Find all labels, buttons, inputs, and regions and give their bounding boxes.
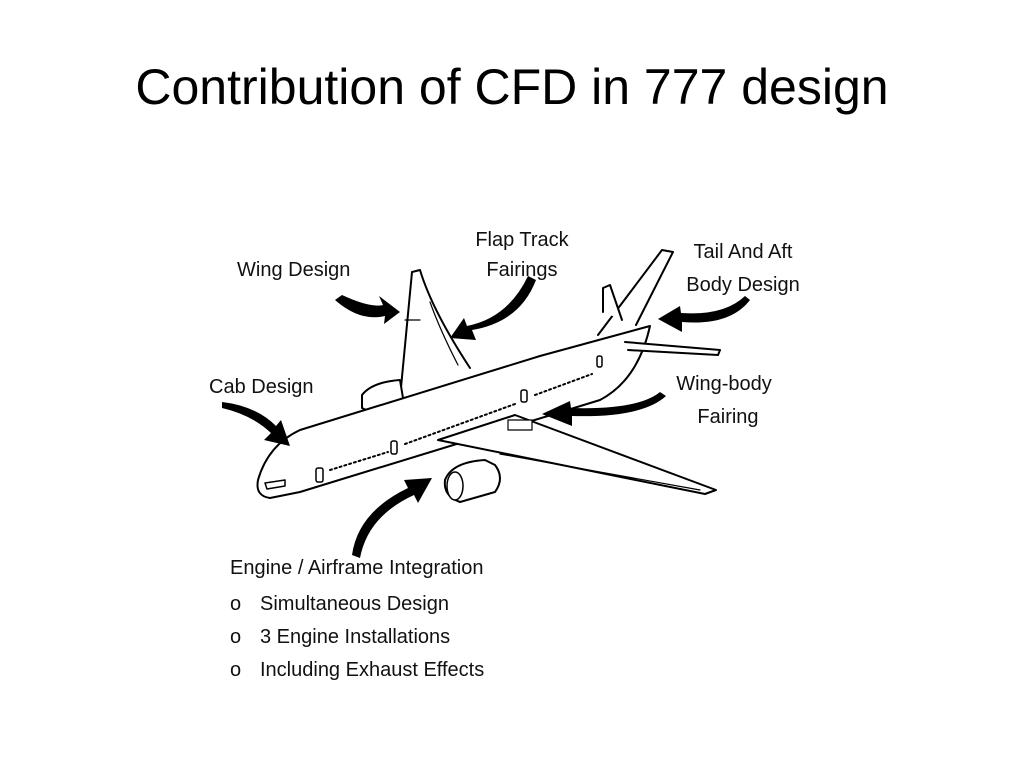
bullet: o: [230, 626, 242, 648]
list-item: o Simultaneous Design: [230, 589, 484, 622]
lower-stabilizer: [624, 341, 721, 356]
label-tail-aft: Tail And Aft: [694, 241, 793, 263]
upper-stabilizer: [602, 284, 623, 321]
lower-wing: [437, 414, 717, 495]
list-item: o 3 Engine Installations: [230, 622, 484, 655]
bullet: o: [230, 593, 242, 615]
label-wing-design: Wing Design: [237, 259, 350, 281]
label-flap-track: Flap Track: [475, 229, 569, 251]
engine-integration-heading: Engine / Airframe Integration: [230, 557, 484, 579]
slide-title: Contribution of CFD in 777 design: [135, 59, 889, 115]
label-cab-design: Cab Design: [209, 376, 314, 398]
engine-integration-list: Engine / Airframe Integration o Simultane…: [230, 555, 484, 688]
label-flap-track-fairings: Fairings: [486, 259, 557, 281]
cockpit-windows: [264, 479, 286, 490]
cab-design-arrow: [222, 402, 290, 446]
tail-arrow: [658, 296, 750, 332]
wing-body-arrow: [542, 392, 666, 426]
label-wing-body: Wing-body: [676, 373, 772, 395]
bullet: o: [230, 659, 242, 681]
list-item-text: 3 Engine Installations: [260, 626, 451, 648]
list-item-text: Including Exhaust Effects: [260, 659, 485, 681]
engine-arrow: [352, 478, 432, 558]
upper-wing: [399, 269, 471, 399]
engine-integration-items: o Simultaneous Design o 3 Engine Installat…: [230, 589, 484, 688]
list-item-text: Simultaneous Design: [260, 593, 449, 615]
fuselage: [256, 325, 651, 499]
list-item: o Including Exhaust Effects: [230, 655, 484, 688]
flap-track-arrow: [450, 276, 536, 340]
label-body-design: Body Design: [686, 274, 799, 296]
label-wing-body-fairing: Fairing: [697, 406, 758, 428]
wing-design-arrow: [335, 295, 400, 324]
